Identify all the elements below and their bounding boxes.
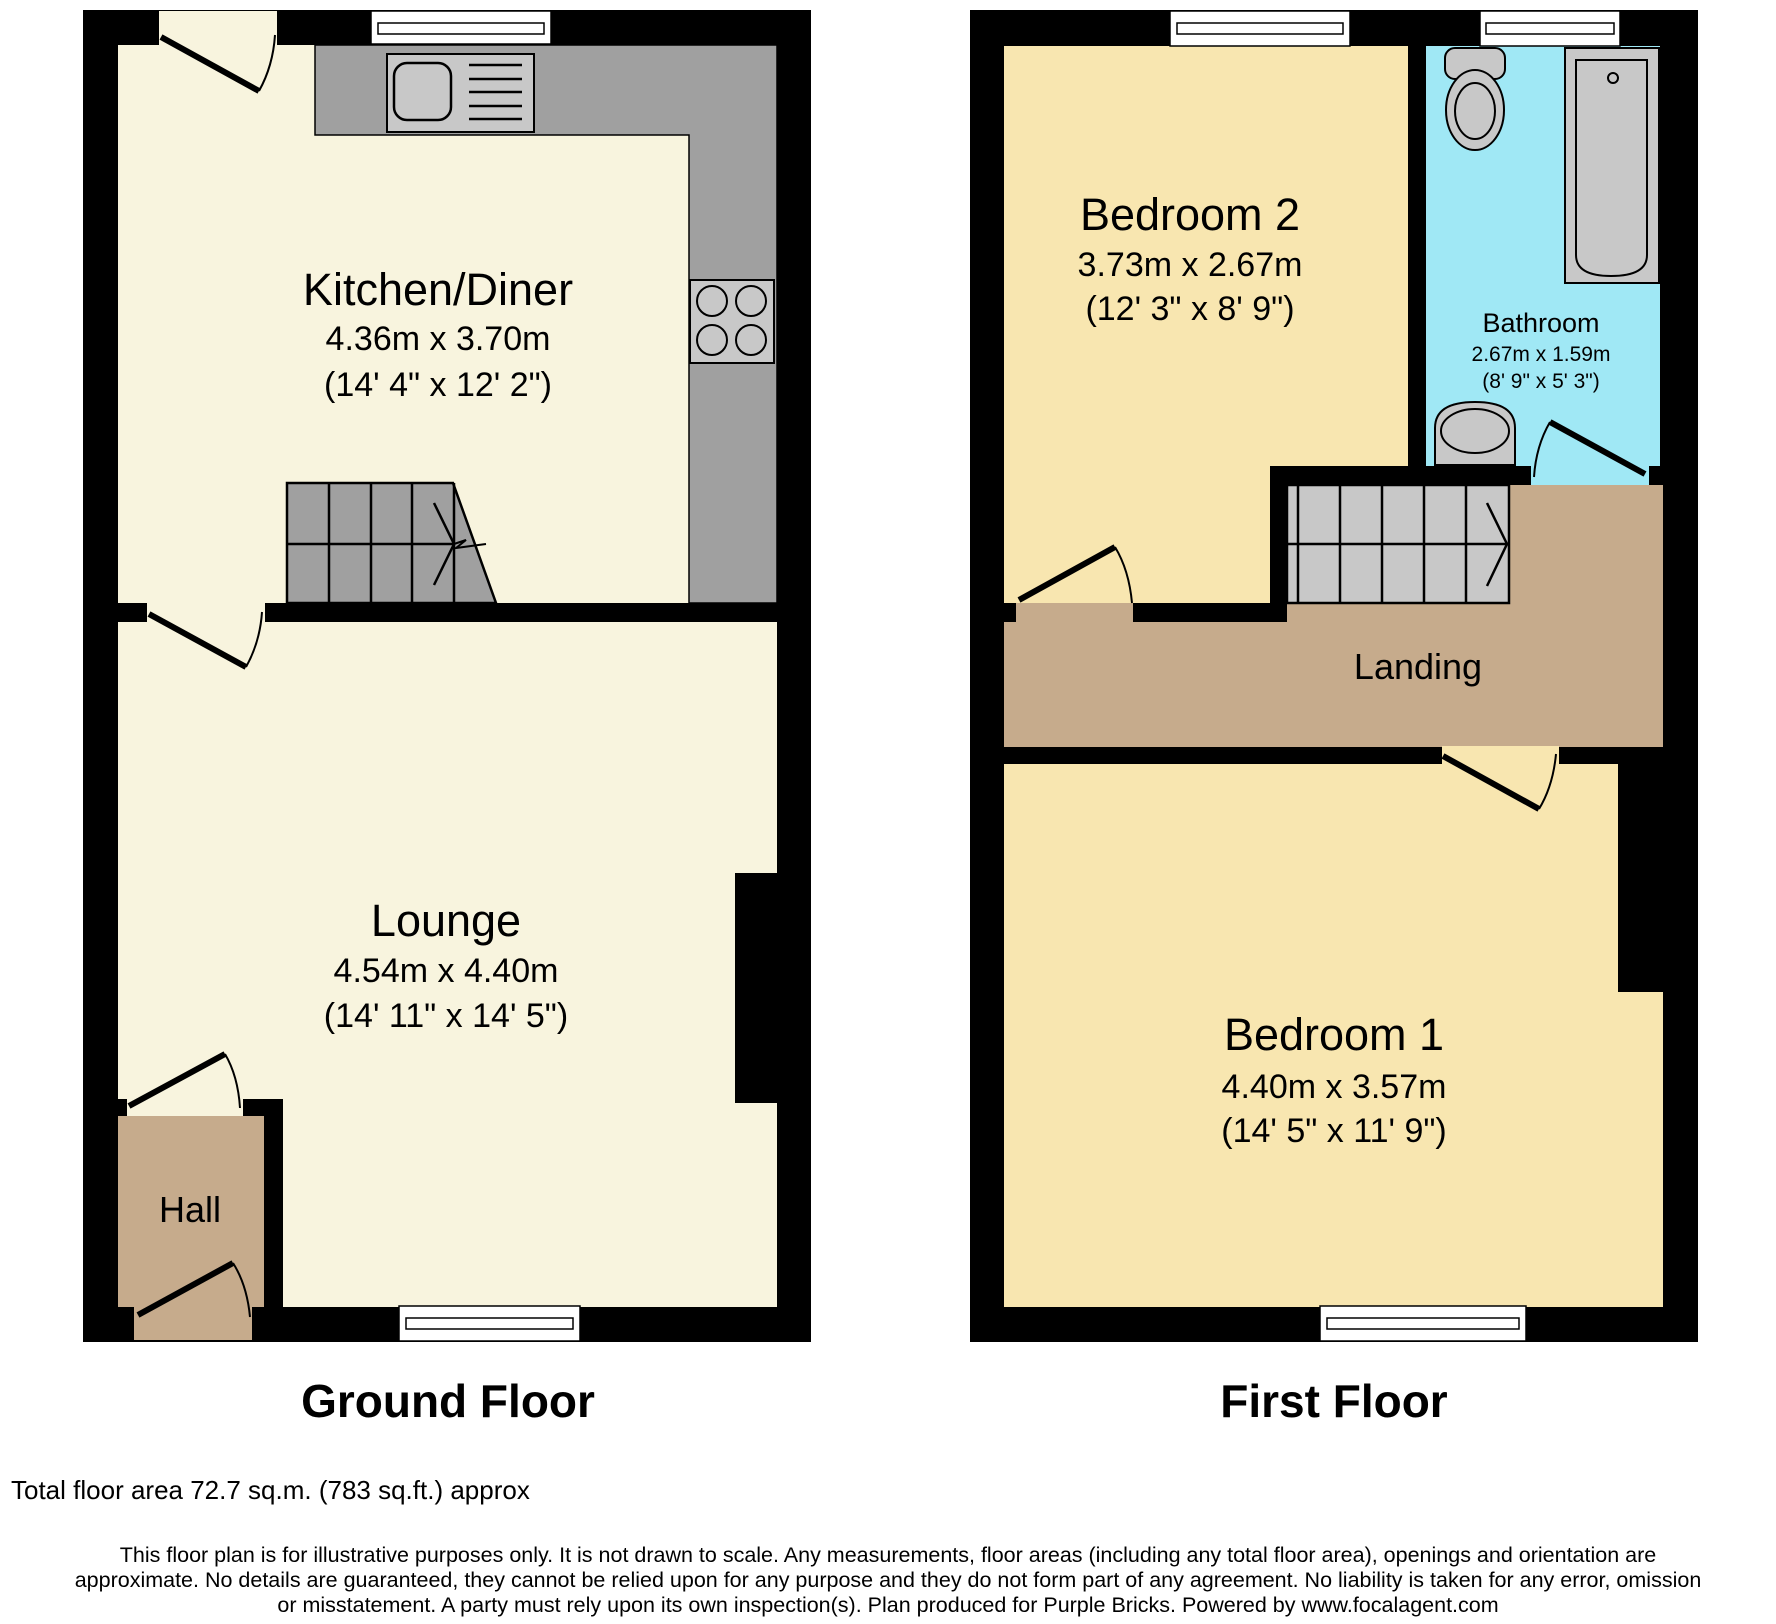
lounge-metric: 4.54m x 4.40m [333, 952, 559, 990]
window-icon [1169, 10, 1351, 47]
hall-wall-right [264, 1099, 283, 1307]
front-door-opening [134, 1305, 252, 1340]
bedroom-1-floor [1004, 764, 1663, 1307]
lounge-label: Lounge [370, 895, 522, 946]
window-icon [1479, 10, 1621, 47]
bedroom-2-door-opening [1016, 603, 1133, 622]
window-icon [370, 10, 552, 45]
bathroom-door-opening [1531, 466, 1649, 485]
first-floor-title: First Floor [1220, 1375, 1448, 1427]
staircase-icon [285, 481, 498, 605]
ground-floor-plan [83, 10, 811, 1342]
sink-icon [386, 53, 535, 133]
disclaimer: This floor plan is for illustrative purp… [0, 1543, 1776, 1618]
bedroom-2-imperial: (12' 3" x 8' 9") [1085, 290, 1295, 328]
bedroom-1-metric: 4.40m x 3.57m [1221, 1068, 1447, 1106]
door-icon [1533, 419, 1647, 478]
bathroom-label: Bathroom [1482, 308, 1600, 338]
bedroom-1-imperial: (14' 5" x 11' 9") [1221, 1112, 1447, 1150]
disclaimer-line: This floor plan is for illustrative purp… [119, 1543, 1657, 1567]
door-icon [1017, 544, 1133, 604]
kitchen-door-opening [147, 603, 265, 622]
door-icon [127, 1051, 241, 1109]
door-icon [159, 34, 276, 94]
bathroom-metric: 2.67m x 1.59m [1471, 343, 1611, 366]
bedroom-1-label: Bedroom 1 [1223, 1009, 1445, 1060]
lounge-imperial: (14' 11" x 14' 5") [323, 997, 569, 1035]
bath-icon [1564, 47, 1660, 284]
kitchen-diner-label: Kitchen/Diner [302, 264, 574, 315]
first-floor-plan [970, 10, 1698, 1342]
kitchen-counter [314, 44, 778, 604]
bedroom-1-door-opening [1442, 746, 1559, 765]
bedroom-2-label: Bedroom 2 [1079, 189, 1301, 240]
bedroom-2-metric: 3.73m x 2.67m [1077, 246, 1303, 284]
door-icon [147, 611, 263, 670]
window-icon [398, 1305, 581, 1342]
kitchen-diner-imperial: (14' 4" x 12' 2") [323, 366, 553, 404]
kitchen-lounge-wall [265, 603, 777, 622]
bedroom-2-wall-bottom [1133, 603, 1287, 622]
hall-wall-top-left [118, 1099, 127, 1116]
hall-door-opening [127, 1099, 243, 1116]
door-icon [136, 1260, 251, 1318]
staircase-icon [1285, 483, 1511, 605]
hall-label: Hall [158, 1189, 222, 1230]
kitchen-diner-metric: 4.36m x 3.70m [325, 320, 551, 358]
chimney-breast [735, 873, 780, 1103]
back-door-opening [159, 11, 277, 47]
landing-label: Landing [1353, 646, 1483, 687]
hob-icon [689, 279, 775, 364]
bedroom-2-wall-stub [1004, 603, 1016, 622]
stair-enclosure-wall-top [1270, 466, 1531, 485]
door-icon [1441, 753, 1557, 812]
bathroom-imperial: (8' 9" x 5' 3") [1482, 370, 1600, 393]
toilet-icon [1444, 47, 1506, 151]
basin-icon [1434, 400, 1516, 466]
ground-floor-title: Ground Floor [301, 1375, 595, 1427]
window-icon [1319, 1305, 1527, 1342]
hall-wall-top-right [243, 1099, 283, 1116]
bathroom-wall-stub [1649, 466, 1663, 485]
total-floor-area: Total floor area 72.7 sq.m. (783 sq.ft.)… [11, 1475, 530, 1505]
disclaimer-line: approximate. No details are guaranteed, … [74, 1568, 1702, 1592]
kitchen-lounge-wall-stub [118, 603, 147, 622]
disclaimer-line: or misstatement. A party must rely upon … [277, 1593, 1499, 1617]
stair-enclosure-wall-side [1270, 466, 1287, 622]
